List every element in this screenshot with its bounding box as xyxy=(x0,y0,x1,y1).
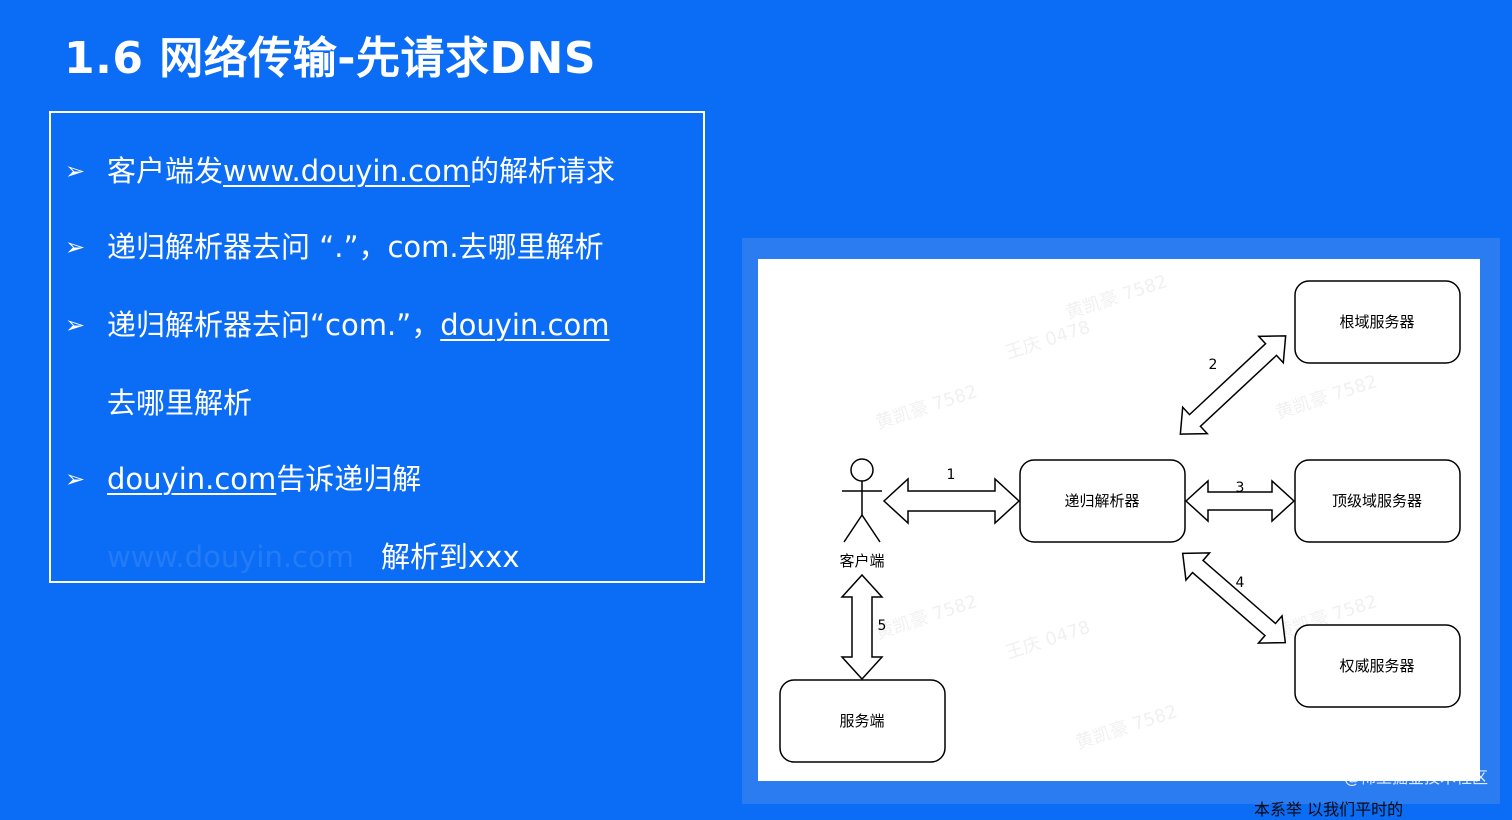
watermark: 黄凯豪 7582 xyxy=(873,381,980,434)
arrow-4 xyxy=(1181,552,1287,644)
bullet-arrow-icon: ➢ xyxy=(65,465,86,493)
client-label: 客户端 xyxy=(839,552,884,570)
slide-title: 1.6 网络传输-先请求DNS xyxy=(64,33,597,84)
watermark: 黄凯豪 7582 xyxy=(1273,371,1380,424)
bullet-4: douyin.com告诉递归解 xyxy=(107,462,422,496)
arrow-2 xyxy=(1179,335,1287,435)
bullet-box: ➢ 客户端发www.douyin.com的解析请求 ➢ 递归解析器去问 “.”，… xyxy=(49,111,705,583)
root-server-node xyxy=(1294,280,1461,364)
bullet-2: 递归解析器去问 “.”，com.去哪里解析 xyxy=(107,230,604,264)
bullet-3: 递归解析器去问“com.”，douyin.com xyxy=(107,308,610,342)
bottom-cut-text: 本系举 以我们平时的 xyxy=(1254,800,1404,819)
footer-watermark: @稀土掘金技术社区 xyxy=(1343,768,1488,787)
watermark: 黄凯豪 7582 xyxy=(1073,701,1180,754)
edge-label-1: 1 xyxy=(947,467,956,483)
edge-label-4: 4 xyxy=(1236,575,1245,591)
watermark: 王庆 0478 xyxy=(1003,317,1093,364)
bullet-1-link: www.douyin.com xyxy=(223,154,471,188)
arrow-1 xyxy=(882,477,1021,525)
arrow-3 xyxy=(1184,479,1296,523)
bullet-4-faded-text: www.douyin.com xyxy=(107,540,354,574)
bullet-3-continuation: 去哪里解析 xyxy=(107,386,253,420)
bullet-arrow-icon: ➢ xyxy=(65,311,86,339)
watermark: 王庆 0478 xyxy=(1003,617,1093,664)
bullet-3-link: douyin.com xyxy=(440,308,610,342)
bullet-4-link: douyin.com xyxy=(107,462,277,496)
bullet-arrow-icon: ➢ xyxy=(65,157,86,185)
server-node xyxy=(779,679,946,763)
bullet-arrow-icon: ➢ xyxy=(65,233,86,261)
bullet-1: 客户端发www.douyin.com的解析请求 xyxy=(107,154,616,188)
arrow-5 xyxy=(840,573,884,681)
dns-diagram: 王庆 0478 黄凯豪 7582 黄凯豪 7582 黄凯豪 7582 王庆 04… xyxy=(758,259,1480,781)
server-label: 服务端 xyxy=(839,712,884,730)
client-actor-icon xyxy=(842,458,882,543)
watermark: 黄凯豪 7582 xyxy=(1063,271,1170,324)
edge-label-2: 2 xyxy=(1209,357,1218,373)
root-server-label: 根域服务器 xyxy=(1339,313,1414,331)
auth-server-node xyxy=(1294,624,1461,708)
tld-server-label: 顶级域服务器 xyxy=(1332,492,1422,510)
auth-server-label: 权威服务器 xyxy=(1339,657,1414,675)
edge-label-3: 3 xyxy=(1236,480,1245,496)
dns-diagram-svg: 王庆 0478 黄凯豪 7582 黄凯豪 7582 黄凯豪 7582 王庆 04… xyxy=(779,271,1461,763)
bullet-4-continuation: 解析到xxx xyxy=(381,540,520,574)
edge-label-5: 5 xyxy=(878,618,887,634)
resolver-label: 递归解析器 xyxy=(1064,492,1139,510)
watermark: 黄凯豪 7582 xyxy=(873,591,980,644)
